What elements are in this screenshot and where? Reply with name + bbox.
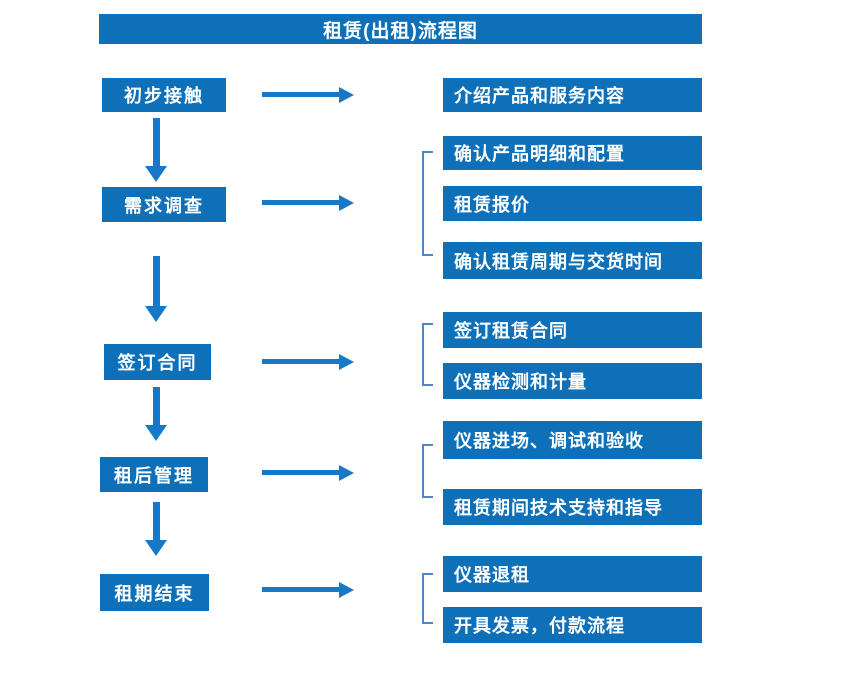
group-bracket [422,444,433,498]
group-bracket [422,573,433,624]
down-arrow [145,387,167,441]
right-arrow [262,354,354,370]
right-arrow [262,582,354,598]
arrow-head [145,425,167,441]
arrow-stem [153,387,160,425]
arrow-stem [153,502,160,540]
step-box-rental-end: 租期结束 [100,574,209,611]
arrow-head [339,87,354,103]
arrow-stem [262,470,341,475]
step-box-initial-contact: 初步接触 [102,78,226,112]
right-arrow [262,87,354,103]
step-box-post-rental-management: 租后管理 [100,457,208,492]
arrow-stem [262,92,341,97]
arrow-stem [262,587,341,592]
arrow-head [145,306,167,322]
right-arrow [262,195,354,211]
page-title: 租赁(出租)流程图 [99,14,702,44]
arrow-head [339,582,354,598]
arrow-stem [262,359,341,364]
arrow-stem [262,200,341,205]
group-bracket [422,151,433,256]
step-box-sign-contract: 签订合同 [104,344,211,380]
down-arrow [145,118,167,182]
detail-box-confirm-rental-period: 确认租赁周期与交货时间 [443,242,702,279]
step-box-demand-survey: 需求调查 [102,187,226,222]
detail-box-technical-support: 租赁期间技术支持和指导 [443,489,702,525]
group-bracket [422,323,433,386]
arrow-head [339,465,354,481]
detail-box-rental-quote: 租赁报价 [443,186,702,221]
detail-box-confirm-product-details: 确认产品明细和配置 [443,136,702,170]
detail-box-introduce-products: 介绍产品和服务内容 [443,78,702,112]
detail-box-sign-rental-contract: 签订租赁合同 [443,312,702,348]
right-arrow [262,465,354,481]
arrow-head [145,540,167,556]
detail-box-instrument-entry: 仪器进场、调试和验收 [443,421,702,459]
arrow-head [339,354,354,370]
arrow-head [339,195,354,211]
arrow-stem [153,256,160,306]
detail-box-instrument-testing: 仪器检测和计量 [443,363,702,399]
detail-box-invoice-payment: 开具发票，付款流程 [443,607,702,643]
arrow-head [145,166,167,182]
detail-box-instrument-return: 仪器退租 [443,556,702,592]
down-arrow [145,256,167,322]
down-arrow [145,502,167,556]
arrow-stem [153,118,160,166]
